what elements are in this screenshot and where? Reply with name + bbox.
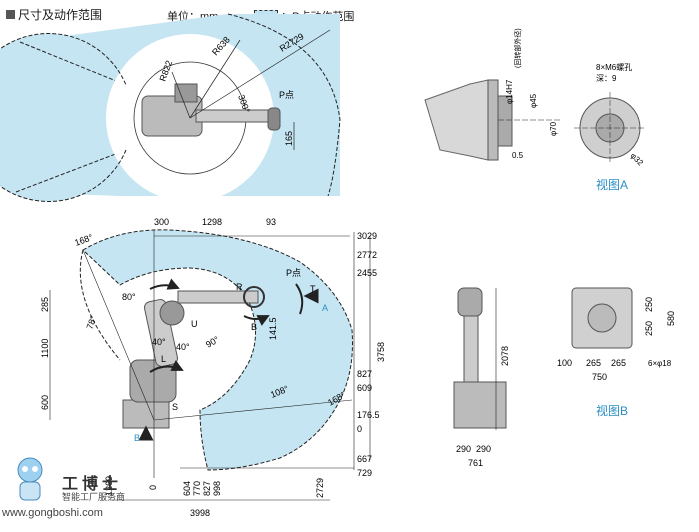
label-p-point-top: P点 (279, 90, 294, 100)
axis-label-b: B (251, 322, 257, 332)
dim-2455: 2455 (357, 268, 377, 278)
axis-label-r: R (236, 282, 243, 292)
view-a-note1: 8×M6螺孔 (596, 62, 632, 72)
angle-40-b: 40° (176, 342, 190, 352)
dim-3758: 3758 (376, 342, 386, 362)
axis-label-t: T (310, 284, 316, 294)
dim-290-a: 290 (456, 444, 471, 454)
section-title: 尺寸及动作范围 (6, 6, 102, 23)
watermark-brand: 工博士 (62, 476, 123, 493)
dim-0-right: 0 (357, 424, 362, 434)
dim-667: 667 (357, 454, 372, 464)
dim-600: 600 (40, 395, 50, 410)
view-b-arrow-label: B (134, 433, 140, 443)
dim-250-a: 250 (644, 297, 654, 312)
dim-998: 998 (212, 481, 222, 496)
axis-label-l: L (161, 354, 166, 364)
dim-770: 770 (192, 481, 202, 496)
dim-d45: φ45 (529, 93, 538, 108)
dim-1269: 1269 (104, 476, 114, 496)
angle-40-a: 40° (152, 337, 166, 347)
dim-100: 100 (557, 358, 572, 368)
dim-1298: 1298 (202, 217, 222, 227)
dim-827: 827 (357, 369, 372, 379)
dim-2729-bottom: 2729 (315, 478, 325, 498)
flange-detail: (回转部外径) φ45 φ14H7 φ70 0.5 (424, 28, 560, 161)
view-a-label: 视图A (596, 178, 629, 192)
title-square-icon (6, 10, 15, 19)
view-a-arrow-label: A (322, 303, 328, 313)
watermark-url[interactable]: www.gongboshi.com (2, 507, 103, 519)
dim-141-5: 141.5 (268, 317, 278, 340)
dim-285: 285 (40, 297, 50, 312)
dim-2078: 2078 (500, 346, 510, 366)
dim-165: 165 (284, 131, 294, 146)
dim-d14h7: φ14H7 (505, 79, 514, 104)
dim-3029: 3029 (357, 231, 377, 241)
dim-761: 761 (468, 458, 483, 468)
view-a: 8×M6螺孔 深：9 φ32 (574, 62, 646, 168)
mascot-icon (10, 456, 50, 504)
dim-729: 729 (357, 468, 372, 478)
axis-label-p-point: P点 (286, 268, 301, 278)
dim-2772: 2772 (357, 250, 377, 260)
dim-609: 609 (357, 383, 372, 393)
angle-80: 80° (122, 292, 136, 302)
watermark-subtitle: 智能工厂服务商 (62, 492, 126, 502)
dim-827-bottom: 827 (202, 481, 212, 496)
top-view: R638 R2729 R822 300° P点 165 (0, 13, 341, 202)
flange-note: (回转部外径) (513, 28, 522, 68)
dim-750: 750 (592, 372, 607, 382)
view-b-label: 视图B (596, 404, 629, 418)
view-a-note2: 深：9 (596, 74, 617, 83)
side-view-arm (177, 290, 259, 304)
dim-176-5: 176.5 (357, 410, 380, 420)
dim-d32: φ32 (629, 151, 646, 168)
view-b: 100 265 265 750 250 250 580 6×φ18 (557, 287, 676, 382)
dim-265-b: 265 (611, 358, 626, 368)
dim-0-5: 0.5 (512, 151, 524, 160)
dim-604: 604 (182, 481, 192, 496)
top-view-arm (195, 109, 275, 123)
section-title-text: 尺寸及动作范围 (18, 8, 103, 22)
dim-580: 580 (666, 311, 676, 326)
axis-label-s: S (172, 402, 178, 412)
dim-3998: 3998 (190, 508, 210, 518)
dim-0-bottom: 0 (148, 485, 158, 490)
axis-label-u: U (191, 319, 198, 329)
front-view: 2078 290 290 761 (453, 287, 510, 468)
dim-d70: φ70 (549, 121, 558, 136)
dim-93: 93 (266, 217, 276, 227)
dim-250-b: 250 (644, 321, 654, 336)
dim-1100: 1100 (40, 339, 50, 358)
view-b-holes-note: 6×φ18 (648, 359, 672, 368)
front-view-base (453, 381, 507, 429)
flange-body (424, 79, 489, 161)
angle-78: 78° (84, 314, 98, 331)
dim-300: 300 (154, 217, 169, 227)
dim-265-a: 265 (586, 358, 601, 368)
side-view-workspace (82, 229, 353, 471)
angle-90: 90° (204, 334, 221, 350)
dim-290-b: 290 (476, 444, 491, 454)
side-view-base (122, 399, 170, 429)
